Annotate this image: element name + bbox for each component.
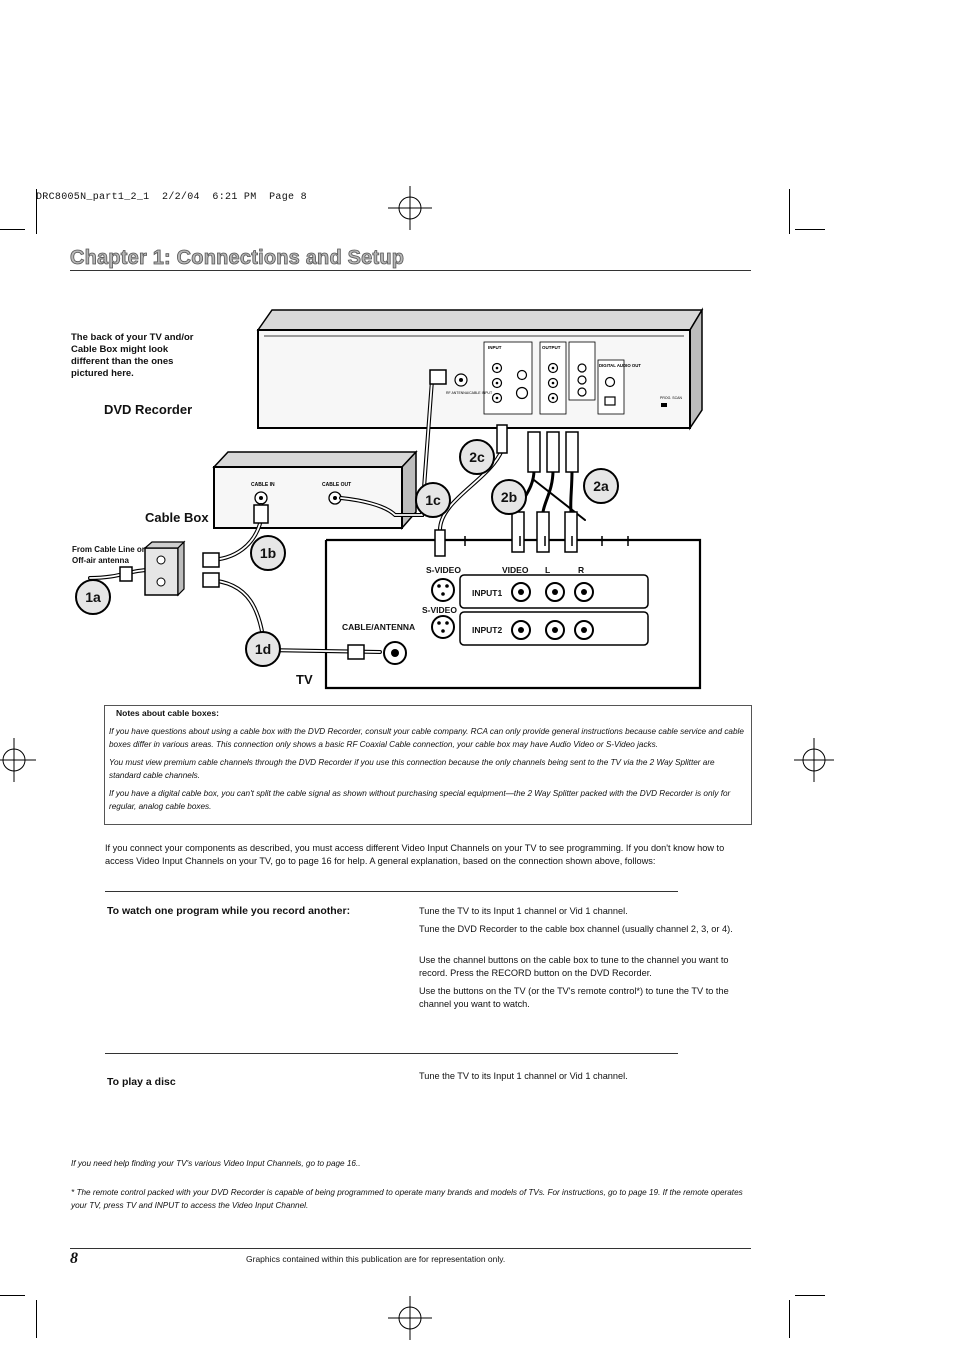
audio-r-label: R: [578, 565, 585, 575]
cable-box-notes: Notes about cable boxes: If you have que…: [104, 705, 752, 825]
note-paragraph: If you have questions about using a cabl…: [109, 727, 744, 749]
note-paragraph: You must view premium cable channels thr…: [109, 758, 715, 780]
cable-antenna-label: CABLE/ANTENNA: [342, 622, 416, 632]
registration-mark: [0, 738, 36, 782]
footnote: * The remote control packed with your DV…: [71, 1188, 743, 1210]
input2-label: INPUT2: [472, 625, 503, 635]
step-text: Use the buttons on the TV (or the TV's r…: [419, 986, 729, 1009]
cable-out-label: CABLE OUT: [322, 482, 351, 488]
registration-mark: [794, 738, 834, 782]
section-title-play: To play a disc: [107, 1076, 176, 1088]
audio-l-label: L: [545, 565, 551, 575]
crop-mark: [0, 229, 25, 230]
dvd-digital-label: DIGITAL AUDIO OUT: [599, 363, 641, 368]
splitter: [143, 540, 186, 597]
step-bubble-2a: 2a: [583, 468, 619, 504]
notes-title: Notes about cable boxes:: [116, 708, 219, 718]
connection-diagram: INPUT OUTPUT DIGITAL AUDIO OUT RF ANTENN…: [88, 307, 704, 690]
step-bubble-1b: 1b: [250, 535, 286, 571]
footer-rule: [70, 1248, 751, 1249]
crop-mark: [789, 1300, 790, 1338]
svideo-label-2: S-VIDEO: [422, 605, 457, 615]
cable-in-label: CABLE IN: [251, 482, 275, 488]
step-text: Tune the TV to its Input 1 channel or Vi…: [419, 906, 628, 916]
step-text: Use the channel buttons on the cable box…: [419, 955, 729, 978]
video-label: VIDEO: [502, 565, 529, 575]
dvd-rf-label: RF ANTENNA/CABLE INPUT: [446, 391, 493, 395]
registration-mark: [388, 186, 432, 230]
step-text: Tune the DVD Recorder to the cable box c…: [419, 924, 733, 934]
cable-box-label: Cable Box: [145, 510, 209, 525]
dvd-input-label: INPUT: [488, 345, 502, 350]
dvd-recorder-label: DVD Recorder: [104, 402, 193, 417]
cable-box-unit: [212, 450, 418, 530]
step-bubble-1c: 1c: [415, 482, 451, 518]
page-number: 8: [70, 1250, 78, 1267]
step-bubble-1a: 1a: [75, 579, 111, 615]
crop-mark: [36, 1300, 37, 1338]
registration-mark: [388, 1296, 432, 1340]
step-bubble-2c: 2c: [459, 439, 495, 475]
section-title-record: To watch one program while you record an…: [107, 905, 351, 917]
input1-label: INPUT1: [472, 588, 503, 598]
step-bubble-1d: 1d: [245, 631, 281, 667]
crop-mark: [36, 189, 37, 234]
diagram-caption: The back of your TV and/or Cable Box mig…: [71, 332, 194, 379]
footer-disclaimer: Graphics contained within this publicati…: [246, 1254, 506, 1264]
step-text: Tune the TV to its Input 1 channel or Vi…: [419, 1071, 628, 1081]
svideo-label: S-VIDEO: [426, 565, 461, 575]
intro-paragraph: If you connect your components as descri…: [105, 843, 725, 866]
crop-mark: [795, 229, 825, 230]
dvd-progscan-label: PROG. SCAN: [660, 396, 682, 400]
title-rule: [70, 270, 751, 271]
file-slug: DRC8005N_part1_2_1 2/2/04 6:21 PM Page 8: [36, 192, 307, 203]
crop-mark: [0, 1295, 25, 1296]
dvd-recorder-unit: [256, 307, 704, 431]
section-rule: [105, 1053, 678, 1054]
chapter-title: Chapter 1: Connections and Setup: [70, 247, 405, 270]
tv-label: TV: [296, 672, 313, 687]
antenna-label: From Cable Line or Off-air antenna: [72, 545, 145, 565]
tv-unit: [324, 538, 702, 690]
step-bubble-2b: 2b: [491, 479, 527, 515]
dvd-output-label: OUTPUT: [542, 345, 561, 350]
crop-mark: [789, 189, 790, 234]
footnote: If you need help finding your TV's vario…: [71, 1159, 361, 1168]
section-rule: [105, 891, 678, 892]
note-paragraph: If you have a digital cable box, you can…: [109, 789, 731, 811]
crop-mark: [795, 1295, 825, 1296]
